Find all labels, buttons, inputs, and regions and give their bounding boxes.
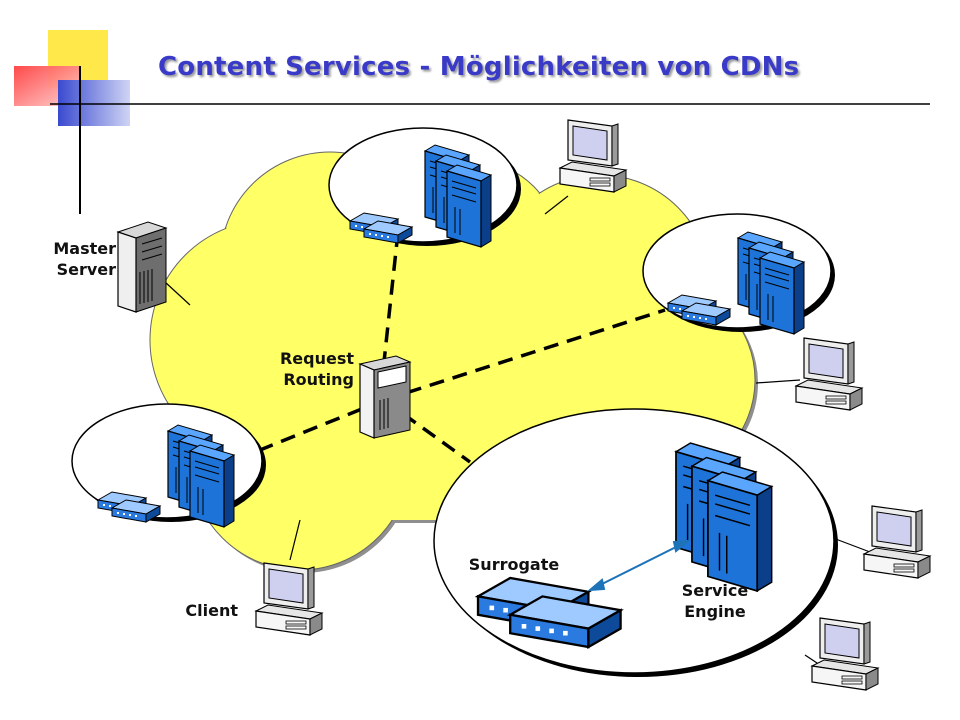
client-pc-icon xyxy=(559,119,627,193)
request-routing-server-icon xyxy=(358,355,412,439)
network-cloud xyxy=(149,151,758,573)
page-title: Content Services - Möglichkeiten von CDN… xyxy=(158,52,800,82)
client-pc-icon xyxy=(255,562,323,636)
master-server-icon xyxy=(116,221,168,313)
link-arrow xyxy=(586,539,692,592)
surrogate-label: Surrogate xyxy=(468,555,560,574)
client-pc-icon xyxy=(795,337,863,411)
corner-decoration xyxy=(14,30,930,214)
surrogate-ellipse-large xyxy=(433,408,838,677)
client-pc-icon xyxy=(811,617,879,691)
client-pc-icon xyxy=(863,505,931,579)
routing-dashed-lines xyxy=(254,231,666,464)
client-label: Client xyxy=(185,601,238,620)
